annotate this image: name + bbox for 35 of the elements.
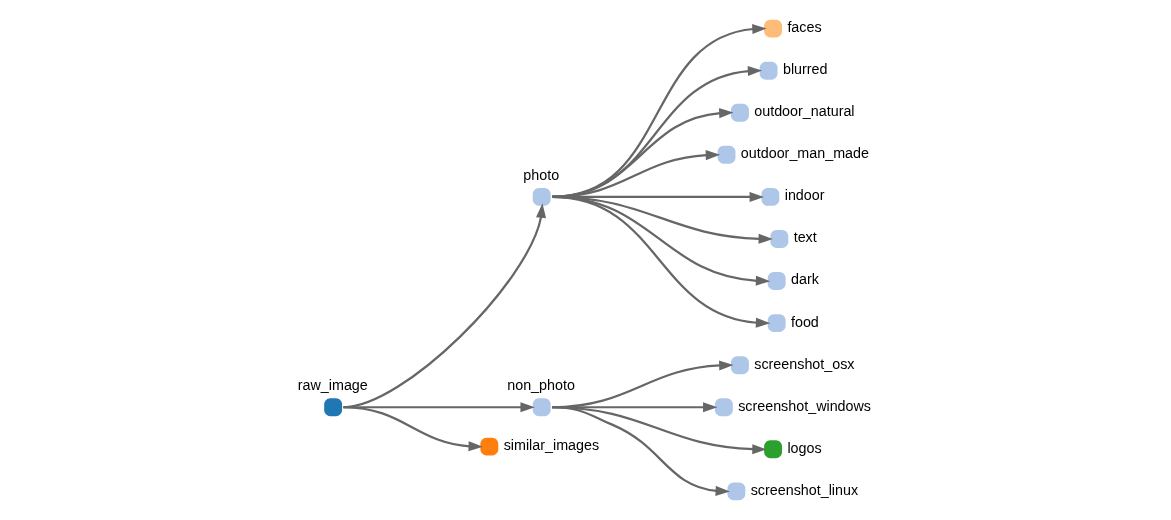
node-label: screenshot_windows [737, 397, 871, 414]
node-circle [730, 356, 749, 375]
node-circle [532, 398, 551, 417]
node-circle [323, 398, 342, 417]
node-label: screenshot_linux [750, 481, 858, 498]
node-circle [759, 61, 778, 80]
node-label: similar_images [503, 437, 599, 454]
node-circle [767, 314, 786, 333]
node-circle [767, 272, 786, 290]
node-circle [532, 187, 551, 206]
node-label: faces [786, 19, 822, 36]
node-label: food [790, 313, 819, 330]
node-label: non_photo [506, 377, 575, 394]
node-circle [714, 398, 733, 417]
node-label: dark [790, 271, 819, 288]
node-circle [717, 145, 735, 164]
arrow [551, 195, 770, 328]
node-circle [760, 187, 779, 206]
node-label: screenshot_osx [753, 355, 855, 372]
node-circle [479, 437, 498, 456]
arrow [342, 406, 483, 452]
node-circle [763, 440, 782, 459]
node-circle [763, 19, 782, 38]
node-label: outdoor_man_made [740, 145, 869, 162]
node-label: logos [786, 439, 822, 456]
node-label: text [793, 229, 817, 246]
node-label: indoor [784, 187, 825, 204]
node-label: blurred [782, 61, 827, 78]
node-label: photo [522, 166, 559, 183]
node-label: raw_image [297, 377, 368, 394]
arrow [551, 406, 730, 496]
node-label: outdoor_natural [753, 103, 855, 120]
node-circle [730, 103, 749, 122]
node-circle [769, 230, 788, 248]
node-circle [726, 482, 745, 501]
